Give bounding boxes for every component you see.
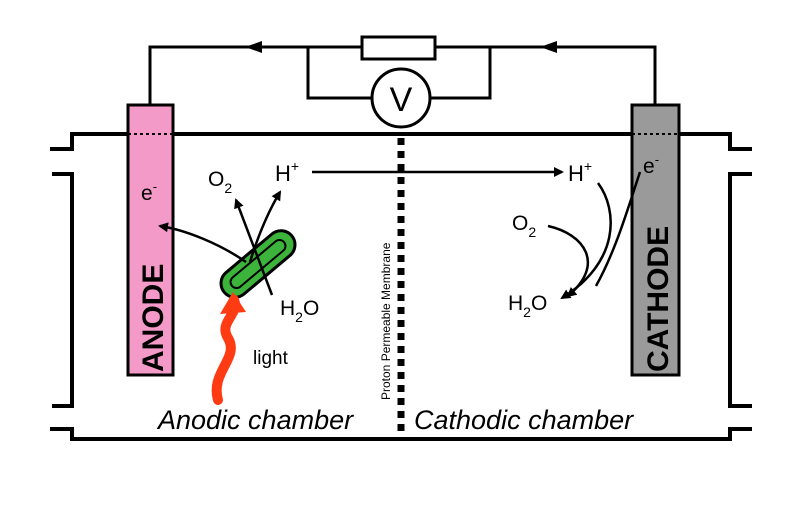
anode-electrode (126, 103, 175, 377)
voltmeter-label: V (390, 81, 413, 119)
light-arrow (211, 295, 240, 405)
electron-cathode-label: e- (643, 152, 659, 178)
external-circuit (148, 35, 657, 129)
o2-cathode-label: O2 (512, 212, 536, 240)
voltmeter-wire-left (306, 47, 372, 100)
electron-to-water-line (594, 171, 642, 287)
circuit-wire-right (435, 45, 657, 105)
resistor (360, 35, 437, 61)
anode-label: ANODE (137, 264, 170, 372)
h2o-anode-label: H2O (280, 297, 319, 325)
h2o-cathode-label: H2O (508, 292, 547, 320)
electron-anode-label: e- (141, 179, 157, 205)
arrow-to-h-plus (248, 190, 282, 263)
h-plus-anode-label: H+ (275, 158, 299, 186)
cathode-label: CATHODE (642, 226, 675, 372)
cathode-electrode (630, 103, 681, 377)
light-arrowhead (220, 292, 246, 314)
voltmeter-wire-right (430, 47, 492, 100)
current-arrow-right (540, 41, 557, 53)
light-label: light (253, 348, 289, 369)
membrane-label: Proton Permeable Membrane (379, 242, 393, 400)
h-plus-to-water-arrow (560, 182, 612, 300)
bacterium-icon (219, 229, 297, 299)
current-arrow-left (245, 41, 262, 53)
circuit-wire-left (148, 45, 362, 105)
h-plus-cathode-label: H+ (568, 158, 592, 186)
o2-anode-label: O2 (208, 168, 232, 196)
voltmeter (370, 67, 432, 129)
arrow-to-anode (158, 222, 247, 264)
anodic-chamber-label: Anodic chamber (156, 405, 354, 435)
cathodic-chamber-label: Cathodic chamber (414, 405, 634, 435)
o2-to-water-arrow (547, 224, 589, 298)
